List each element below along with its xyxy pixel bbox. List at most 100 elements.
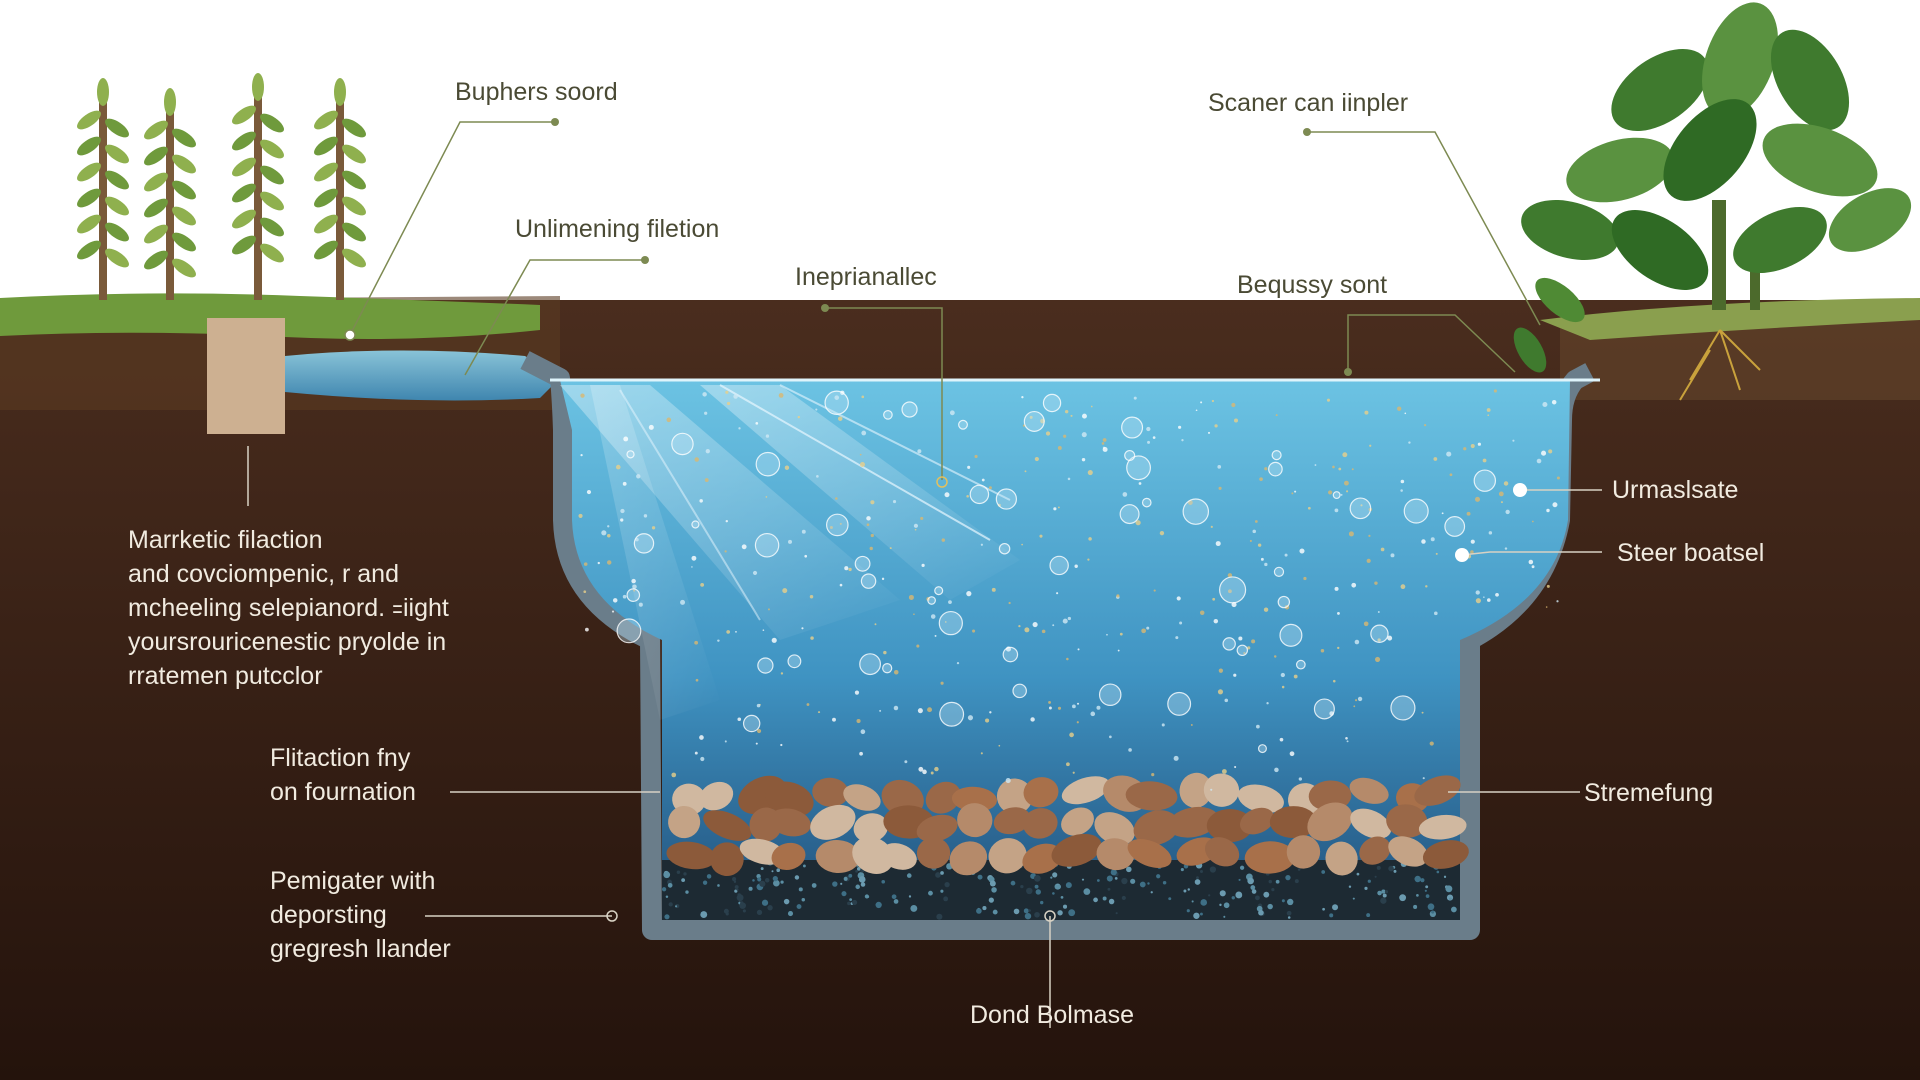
rock-icon <box>1127 838 1172 868</box>
paragraph-line: mcheeling selepianord. ꞊iight <box>128 594 449 622</box>
label-unlimening-filetion: Unlimening filetion <box>515 215 720 243</box>
rock-icon <box>1125 781 1178 811</box>
rock-icon <box>949 841 988 876</box>
bubble-icon <box>934 586 944 596</box>
bubble-icon <box>1126 455 1152 481</box>
bubble-icon <box>927 596 936 605</box>
bubble-icon <box>958 419 968 430</box>
label-buphers-soord: Buphers soord <box>455 78 618 106</box>
label-marrketic-paragraph: Marrketic filaction and covciompenic, r … <box>128 523 449 693</box>
bubble-icon <box>1042 393 1062 413</box>
bubble-icon <box>1002 646 1019 663</box>
bubble-icon <box>757 657 774 674</box>
bubble-icon <box>1313 698 1335 720</box>
rock-icon <box>1325 841 1358 876</box>
gravel-base <box>662 860 1460 920</box>
grass-left <box>0 293 540 339</box>
bubble-icon <box>1219 576 1247 604</box>
rock-icon <box>1022 808 1058 839</box>
sapling-icon <box>232 73 284 300</box>
bubble-icon <box>1012 683 1027 699</box>
bubble-icon <box>754 532 780 558</box>
rock-icon <box>1167 806 1219 838</box>
rock-icon <box>1388 836 1428 867</box>
rock-icon <box>1133 810 1179 846</box>
bubble-icon <box>691 520 700 529</box>
light-rays <box>560 384 1020 720</box>
bubble-icon <box>633 533 655 554</box>
bubble-icon <box>901 401 918 418</box>
label-scaner-can-iinpler: Scaner can iinpler <box>1208 89 1409 117</box>
rock-icon <box>925 781 961 814</box>
pemigater-line: Pemigater with <box>270 867 436 895</box>
pemigater-line: deporsting <box>270 901 387 929</box>
bubble-icon <box>626 588 641 602</box>
grass-right <box>1540 298 1920 340</box>
label-steer-boatsel: Steer boatsel <box>1617 539 1765 567</box>
paragraph-line: rratemen putcclor <box>128 662 323 690</box>
rock-icon <box>1179 772 1213 808</box>
rock-icon <box>765 781 814 817</box>
rock-icon <box>1386 804 1428 838</box>
paragraph-line: Marrketic filaction <box>128 526 323 554</box>
bubble-icon <box>998 542 1011 555</box>
rock-icon <box>852 836 894 874</box>
rock-icon <box>988 838 1027 874</box>
rock-icon <box>853 813 889 843</box>
bubble-icon <box>1167 691 1192 716</box>
rock-icon <box>996 778 1033 815</box>
rock-icon <box>1269 806 1318 839</box>
bubble-icon <box>1222 637 1236 651</box>
rock-icon <box>1204 837 1240 867</box>
rock-icon <box>1022 843 1062 874</box>
bubble-icon <box>860 573 877 589</box>
inflow-channel <box>285 350 560 401</box>
bubble-icon <box>1121 416 1144 439</box>
bubble-icon <box>616 618 642 644</box>
bubble-icon <box>1390 695 1416 721</box>
rock-icon <box>916 837 951 869</box>
bubble-icon <box>755 451 781 477</box>
bubble-icon <box>671 432 694 456</box>
rock-icon <box>1350 808 1392 839</box>
flitaction-line: on fournation <box>270 778 416 806</box>
bubble-icon <box>1444 516 1466 537</box>
bubble-icon <box>1236 644 1249 657</box>
sapling-icon <box>314 78 366 300</box>
rock-icon <box>710 842 744 877</box>
rock-icon <box>1023 777 1059 808</box>
flitaction-line: Flitaction fny <box>270 744 411 772</box>
rock-icon <box>1237 784 1284 814</box>
air-bubbles <box>616 390 1497 754</box>
sapling-icon <box>77 78 129 300</box>
bubble-icon <box>1277 595 1291 609</box>
label-urmaslsate: Urmaslsate <box>1612 476 1739 504</box>
rock-icon <box>843 784 881 811</box>
rock-icon <box>880 843 917 870</box>
rock-icon <box>1359 836 1391 865</box>
rock-icon <box>1061 807 1094 836</box>
rock-icon <box>1422 840 1469 869</box>
label-stremefung: Stremefung <box>1584 779 1714 807</box>
rock-icon <box>1418 814 1467 840</box>
rock-icon <box>699 781 734 811</box>
bubble-icon <box>854 555 871 572</box>
paragraph-line: yoursrouricenestic pryolde in <box>128 628 447 656</box>
rock-icon <box>810 804 856 840</box>
bubble-icon <box>939 701 965 727</box>
bubble-icon <box>1049 555 1069 576</box>
bubble-icon <box>1273 566 1285 578</box>
rock-icon <box>1414 775 1461 806</box>
label-flitaction: Flitaction fny on fournation <box>270 741 416 809</box>
rock-icon <box>957 803 993 838</box>
rock-icon <box>916 814 958 842</box>
rock-icon <box>1286 835 1321 869</box>
bubble-icon <box>859 653 882 676</box>
rock-icon <box>703 810 752 841</box>
saplings <box>77 73 366 300</box>
bubble-icon <box>1332 491 1341 500</box>
bubble-icon <box>995 488 1018 510</box>
rock-icon <box>1244 841 1295 874</box>
bubble-icon <box>626 450 635 459</box>
